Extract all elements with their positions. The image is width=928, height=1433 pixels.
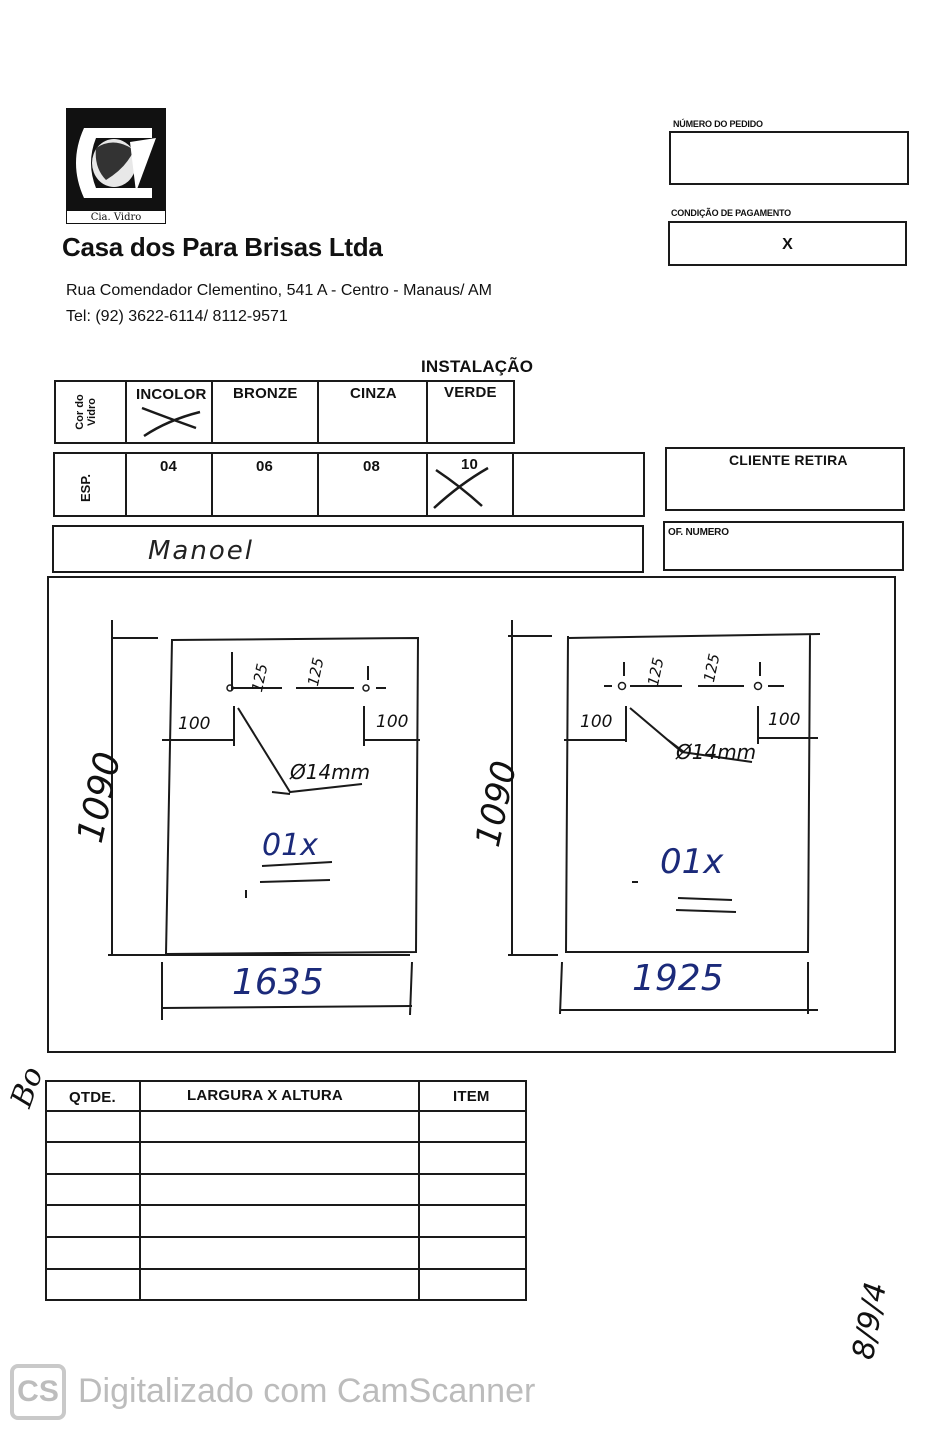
thickness-option-06[interactable]: 06 — [256, 458, 274, 475]
order-number-label: NÚMERO DO PEDIDO — [673, 119, 763, 129]
drawing-area — [47, 576, 896, 1053]
glass-panel-1-quantity: 01x — [262, 828, 318, 863]
glass-color-row — [54, 380, 515, 444]
payment-condition-field[interactable]: X — [668, 221, 907, 266]
installation-label: INSTALAÇÃO — [421, 357, 534, 376]
company-logo: Cia. Vidro — [66, 108, 166, 224]
glass-panel-1-side-offset-right: 100 — [376, 712, 409, 732]
glass-panel-1-hole-diameter: Ø14mm — [290, 760, 371, 784]
client-pickup-field[interactable] — [665, 447, 905, 511]
customer-name-handwritten: Manoel — [148, 536, 254, 566]
thickness-row — [53, 452, 645, 517]
company-name: Casa dos Para Brisas Ltda — [62, 232, 383, 262]
order-number-field[interactable] — [669, 131, 909, 185]
table-row[interactable] — [47, 1238, 525, 1267]
glass-color-option-cinza[interactable]: CINZA — [350, 385, 397, 402]
client-pickup-label: CLIENTE RETIRA — [729, 452, 848, 468]
table-row[interactable] — [47, 1143, 525, 1172]
items-table: QTDE. LARGURA X ALTURA ITEM — [45, 1080, 527, 1301]
selected-thickness-mark-icon — [433, 466, 489, 509]
glass-panel-1-width: 1635 — [232, 962, 324, 1003]
glass-panel-2-side-offset-right: 100 — [768, 710, 801, 730]
glass-panel-2-hole-diameter: Ø14mm — [676, 740, 757, 764]
thickness-option-04[interactable]: 04 — [160, 458, 178, 475]
thickness-option-08[interactable]: 08 — [363, 458, 381, 475]
thickness-option-10[interactable]: 10 — [461, 456, 479, 473]
logo-caption: Cia. Vidro — [66, 210, 166, 224]
table-header-qty: QTDE. — [69, 1089, 116, 1106]
table-row[interactable] — [47, 1270, 525, 1298]
company-phone: Tel: (92) 3622-6114/ 8112-9571 — [66, 308, 288, 325]
table-header-item: ITEM — [453, 1088, 490, 1105]
glass-panel-1-side-offset-left: 100 — [178, 714, 211, 734]
scanner-watermark-text: Digitalizado com CamScanner — [78, 1372, 536, 1410]
customer-name-field[interactable] — [52, 525, 644, 573]
payment-condition-label: CONDIÇÃO DE PAGAMENTO — [671, 208, 791, 218]
table-row[interactable] — [47, 1112, 525, 1140]
table-header-size: LARGURA X ALTURA — [187, 1087, 343, 1104]
glass-color-option-bronze[interactable]: BRONZE — [233, 385, 298, 402]
glass-panel-2-quantity: 01x — [660, 842, 724, 882]
scanner-badge: CS — [10, 1364, 66, 1420]
company-address: Rua Comendador Clementino, 541 A - Centr… — [66, 282, 492, 299]
logo-emblem-icon — [74, 120, 158, 198]
selected-color-mark-icon — [141, 406, 201, 438]
of-number-label: OF. NUMERO — [668, 527, 729, 538]
payment-condition-value: X — [782, 236, 793, 253]
glass-panel-2-width: 1925 — [632, 958, 724, 999]
glass-color-option-incolor[interactable]: INCOLOR — [136, 386, 207, 403]
table-row[interactable] — [47, 1206, 525, 1235]
table-row[interactable] — [47, 1175, 525, 1203]
glass-color-option-verde[interactable]: VERDE — [444, 384, 497, 401]
of-number-field[interactable] — [663, 521, 904, 571]
glass-panel-2-side-offset-left: 100 — [580, 712, 613, 732]
